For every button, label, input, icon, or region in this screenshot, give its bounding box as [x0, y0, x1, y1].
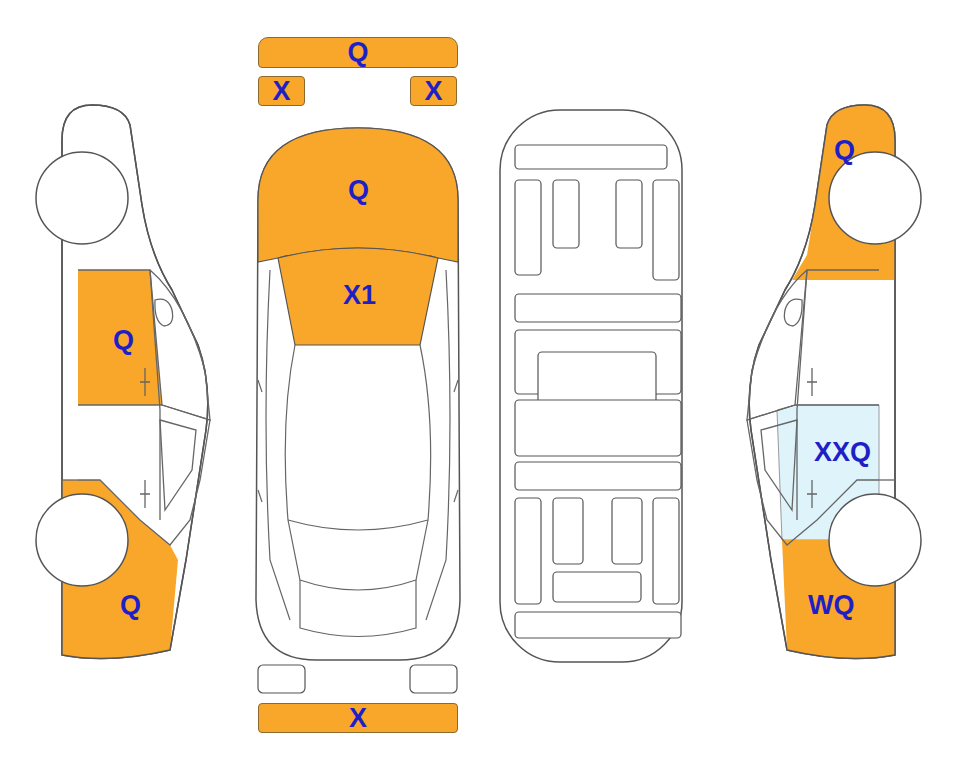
- damage-strip: X: [258, 703, 458, 733]
- damage-strip: X: [258, 76, 305, 106]
- damage-code: Q: [834, 137, 855, 164]
- damage-panel: Q: [345, 175, 372, 206]
- damage-code: X1: [343, 282, 376, 309]
- damage-code: Q: [347, 39, 368, 66]
- damage-code: Q: [113, 327, 134, 354]
- damage-code: X: [272, 78, 290, 105]
- damage-code: XXQ: [814, 439, 871, 466]
- damage-panel: Q: [110, 325, 137, 356]
- damage-panel: X1: [340, 280, 379, 311]
- damage-code: Q: [348, 177, 369, 204]
- damage-code: Q: [120, 592, 141, 619]
- damage-panel: Q: [117, 590, 144, 621]
- damage-strip: Q: [258, 37, 458, 68]
- damage-panel: XXQ: [811, 437, 874, 468]
- damage-panel: WQ: [805, 590, 858, 621]
- left-side-view: [36, 105, 210, 659]
- top-view: [256, 128, 460, 693]
- damage-panel: Q: [831, 135, 858, 166]
- damage-code: X: [424, 78, 442, 105]
- right-side-view: [747, 105, 921, 659]
- damage-code: X: [349, 705, 367, 732]
- underside-view: [500, 110, 682, 662]
- damage-code: WQ: [808, 592, 855, 619]
- damage-strip: X: [410, 76, 457, 106]
